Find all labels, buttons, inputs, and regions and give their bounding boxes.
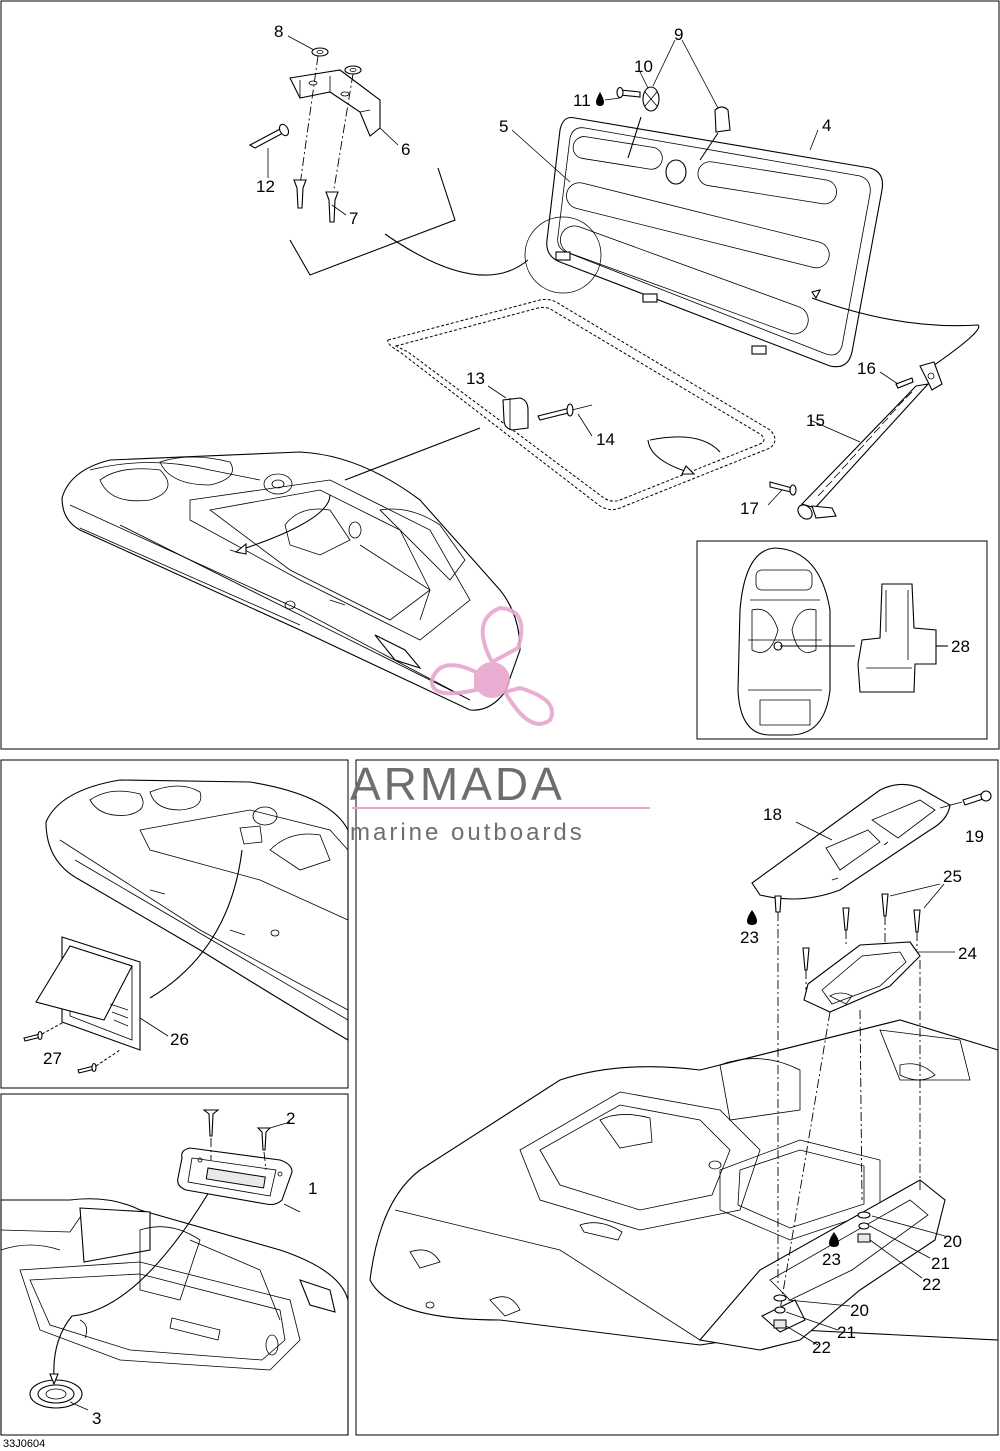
alignment-lines — [773, 912, 946, 1346]
callout-23a: 23 — [740, 928, 759, 947]
callout-10: 10 — [634, 57, 653, 76]
lid-hardware — [616, 86, 731, 161]
callout-4: 4 — [822, 116, 831, 135]
callout-5: 5 — [499, 117, 508, 136]
watermark-title: ARMADA — [350, 758, 565, 810]
callout-20a: 20 — [943, 1232, 962, 1251]
watermark-subtitle: marine outboards — [350, 819, 585, 846]
callout-3: 3 — [92, 1409, 101, 1428]
callout-14: 14 — [596, 430, 615, 449]
hinge-bracket-assembly — [248, 47, 456, 276]
callout-27: 27 — [43, 1049, 62, 1068]
callout-25: 25 — [943, 867, 962, 886]
callout-17: 17 — [740, 499, 759, 518]
callout-16: 16 — [857, 359, 876, 378]
callout-23b: 23 — [822, 1250, 841, 1269]
callout-28: 28 — [951, 637, 970, 656]
callout-20b: 20 — [850, 1301, 869, 1320]
drop-icon — [747, 910, 757, 925]
callout-13: 13 — [466, 369, 485, 388]
callout-19: 19 — [965, 827, 984, 846]
callout-22a: 22 — [922, 1275, 941, 1294]
callout-7: 7 — [349, 209, 358, 228]
panel-top — [0, 0, 1000, 750]
callout-6: 6 — [401, 140, 410, 159]
inset-panel — [696, 540, 988, 740]
boat-main — [61, 451, 521, 711]
callout-12: 12 — [256, 177, 275, 196]
callout-21a: 21 — [931, 1254, 950, 1273]
callout-2: 2 — [286, 1109, 295, 1128]
latch-assembly — [502, 397, 593, 431]
drop-icon — [829, 1232, 839, 1247]
boat-bottom-left — [0, 1109, 349, 1436]
gas-spring — [769, 361, 943, 520]
drop-icon — [596, 92, 604, 106]
access-hatch-assembly — [23, 936, 141, 1074]
callout-26: 26 — [170, 1030, 189, 1049]
callout-1: 1 — [308, 1179, 317, 1198]
callout-22b: 22 — [812, 1338, 831, 1357]
boat-middle-left — [45, 779, 349, 1041]
callout-11: 11 — [573, 91, 591, 110]
callout-9: 9 — [674, 25, 683, 44]
drawing-code: 33J0604 — [3, 1438, 45, 1450]
storage-lid — [384, 116, 980, 369]
leader-lines — [69, 35, 955, 1411]
callout-21b: 21 — [837, 1323, 856, 1342]
callout-18: 18 — [763, 805, 782, 824]
armada-logo-mark — [429, 605, 554, 726]
callout-8: 8 — [274, 22, 283, 41]
engine-vent-cover — [751, 783, 992, 913]
inset-boat-topview — [737, 547, 948, 736]
callout-15: 15 — [806, 411, 825, 430]
vent-tray — [802, 893, 921, 1013]
callout-labels: 1 2 3 4 5 6 7 8 9 10 11 12 13 14 15 16 1… — [43, 22, 984, 1428]
boat-stern-view — [369, 1019, 999, 1351]
storage-opening-outline — [387, 298, 776, 511]
callout-24: 24 — [958, 944, 977, 963]
leader-opening — [344, 427, 481, 481]
